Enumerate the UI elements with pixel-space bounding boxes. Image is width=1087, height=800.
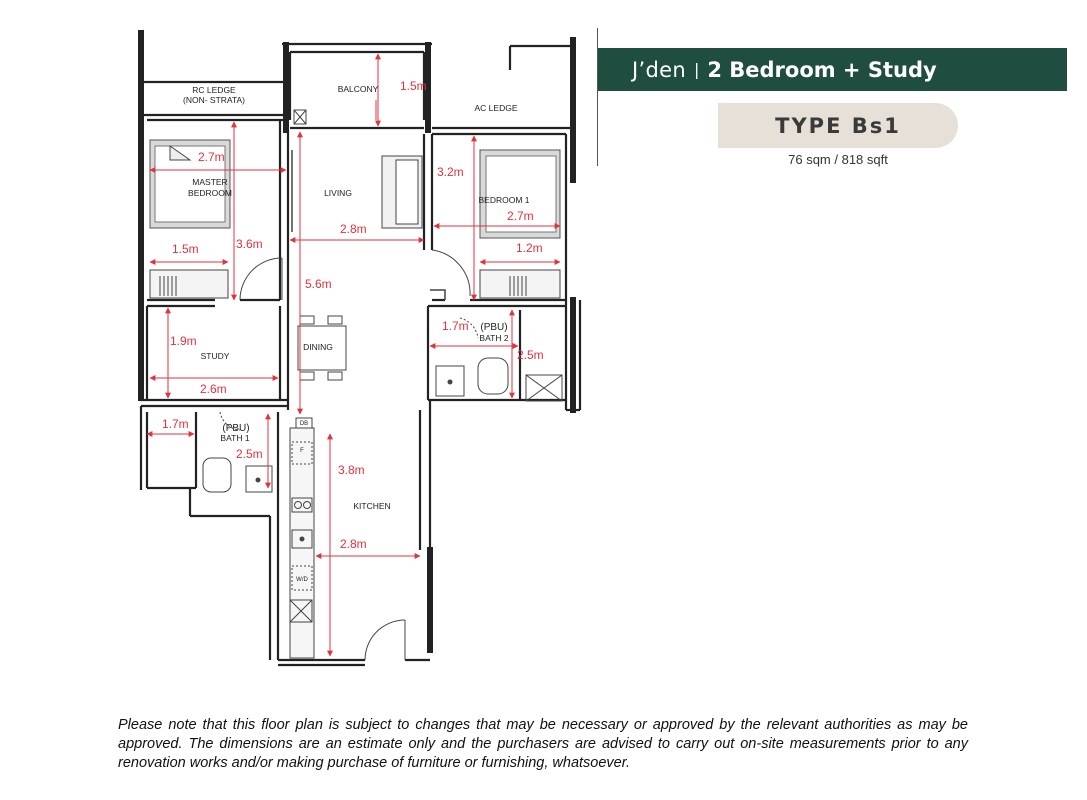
dim-bath1-width: 1.7m bbox=[162, 417, 189, 431]
project-name: J’den bbox=[632, 57, 686, 82]
dim-study-depth: 1.9m bbox=[170, 334, 197, 348]
living-label: LIVING bbox=[324, 188, 352, 198]
type-badge: TYPE Bs1 bbox=[718, 103, 958, 148]
master-bedroom-label-2: BEDROOM bbox=[188, 188, 232, 198]
dim-living-depth: 5.6m bbox=[305, 277, 332, 291]
dim-bedroom1-depth: 3.2m bbox=[437, 165, 464, 179]
header-divider bbox=[597, 28, 598, 166]
dim-kitchen-width: 2.8m bbox=[340, 537, 367, 551]
fridge-label: F bbox=[300, 448, 304, 454]
bath2-pbu-label: (PBU) bbox=[480, 322, 507, 333]
dim-master-width: 2.7m bbox=[198, 150, 225, 164]
master-bedroom-label-1: MASTER bbox=[192, 177, 227, 187]
bath1-label: BATH 1 bbox=[220, 433, 249, 443]
dim-bedroom1-width: 2.7m bbox=[507, 209, 534, 223]
fixtures bbox=[149, 100, 563, 659]
rc-ledge-label: RC LEDGE bbox=[192, 85, 236, 95]
dim-living-width: 2.8m bbox=[340, 222, 367, 236]
unit-header: J’den | 2 Bedroom + Study bbox=[598, 48, 1067, 91]
study-label: STUDY bbox=[201, 351, 230, 361]
dim-bath2-depth: 2.5m bbox=[517, 348, 544, 362]
walls bbox=[138, 30, 582, 667]
dimension-lines bbox=[146, 53, 561, 657]
bath1-pbu-label: (PBU) bbox=[222, 423, 249, 434]
kitchen-label: KITCHEN bbox=[353, 501, 390, 511]
dim-kitchen-depth: 3.8m bbox=[338, 463, 365, 477]
unit-area: 76 sqm / 818 sqft bbox=[788, 152, 888, 167]
ac-ledge-label: AC LEDGE bbox=[475, 103, 518, 113]
rc-ledge-sublabel: (NON- STRATA) bbox=[183, 95, 245, 105]
type-label: TYPE Bs1 bbox=[775, 113, 901, 138]
dim-master-wardrobe: 1.5m bbox=[172, 242, 199, 256]
dim-bedroom1-wardrobe: 1.2m bbox=[516, 241, 543, 255]
balcony-label: BALCONY bbox=[338, 84, 379, 94]
dining-label: DINING bbox=[303, 342, 333, 352]
bedroom1-label: BEDROOM 1 bbox=[478, 195, 529, 205]
header-separator: | bbox=[693, 60, 700, 79]
dim-bath2-width: 1.7m bbox=[442, 319, 469, 333]
unit-type-title: 2 Bedroom + Study bbox=[707, 57, 937, 82]
bath2-label: BATH 2 bbox=[479, 333, 508, 343]
dim-study-width: 2.6m bbox=[200, 382, 227, 396]
dim-bath1-depth: 2.5m bbox=[236, 447, 263, 461]
doors bbox=[219, 249, 479, 661]
dimension-labels: 1.5m 2.7m 3.6m 1.5m 2.8m 5.6m 3.2m 2.7m … bbox=[162, 79, 544, 551]
room-labels: RC LEDGE (NON- STRATA) BALCONY AC LEDGE … bbox=[183, 84, 530, 583]
dim-master-depth: 3.6m bbox=[236, 237, 263, 251]
db-label: DB bbox=[300, 421, 308, 427]
disclaimer-text: Please note that this floor plan is subj… bbox=[118, 717, 968, 771]
dim-balcony: 1.5m bbox=[400, 79, 427, 93]
washer-dryer-label: W/D bbox=[296, 577, 308, 583]
